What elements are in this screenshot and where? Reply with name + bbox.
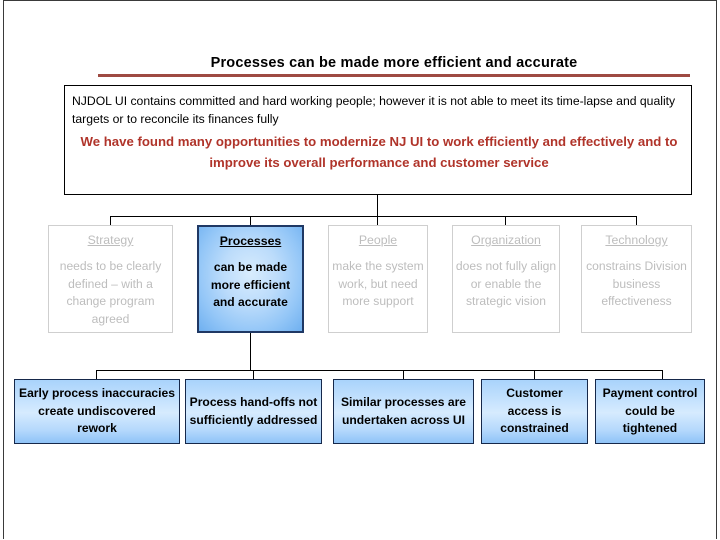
connector-dimension-bus xyxy=(110,216,637,217)
connector-findings-bus xyxy=(96,370,662,371)
dimension-box-people[interactable]: People make the system work, but need mo… xyxy=(328,225,428,333)
dimension-heading: Strategy xyxy=(87,233,134,247)
connector-drop-people xyxy=(377,216,378,226)
finding-text: Payment control could be tightened xyxy=(602,386,698,436)
finding-text: Similar processes are undertaken across … xyxy=(340,395,467,427)
dimension-body: needs to be clearly defined – with a cha… xyxy=(59,259,162,326)
statement-problem-text: NJDOL UI contains committed and hard wor… xyxy=(72,94,676,126)
dimension-box-technology[interactable]: Technology constrains Division business … xyxy=(581,225,692,333)
dimension-heading: Organization xyxy=(471,233,541,247)
connector-drop-finding-4 xyxy=(534,370,535,380)
finding-box-hand-offs[interactable]: Process hand-offs not sufficiently addre… xyxy=(185,379,322,444)
connector-drop-finding-3 xyxy=(403,370,404,380)
title-underline-rule xyxy=(98,74,690,77)
dimension-box-organization[interactable]: Organization does not fully align or ena… xyxy=(452,225,560,333)
finding-box-customer-access[interactable]: Customer access is constrained xyxy=(481,379,588,444)
finding-box-similar-processes[interactable]: Similar processes are undertaken across … xyxy=(333,379,474,444)
dimension-body: can be made more efficient and accurate xyxy=(210,260,291,309)
dimension-box-processes[interactable]: Processes can be made more efficient and… xyxy=(197,225,304,333)
finding-text: Early process inaccuracies create undisc… xyxy=(19,386,175,436)
finding-text: Process hand-offs not sufficiently addre… xyxy=(189,395,318,427)
finding-box-payment-control[interactable]: Payment control could be tightened xyxy=(595,379,705,444)
connector-processes-stem xyxy=(250,333,251,370)
connector-drop-finding-1 xyxy=(96,370,97,380)
connector-drop-processes xyxy=(250,216,251,226)
finding-box-early-process[interactable]: Early process inaccuracies create undisc… xyxy=(14,379,180,444)
dimension-body: does not fully align or enable the strat… xyxy=(455,259,557,308)
statement-box: NJDOL UI contains committed and hard wor… xyxy=(64,85,692,195)
dimension-box-strategy[interactable]: Strategy needs to be clearly defined – w… xyxy=(48,225,173,333)
dimension-body: constrains Division business effectivene… xyxy=(586,259,687,308)
statement-opportunity-text: We have found many opportunities to mode… xyxy=(80,134,678,170)
dimension-heading: People xyxy=(358,233,398,247)
finding-text: Customer access is constrained xyxy=(500,386,569,436)
dimension-heading: Processes xyxy=(219,234,282,248)
connector-drop-finding-5 xyxy=(662,370,663,380)
connector-drop-finding-2 xyxy=(253,370,254,380)
connector-statement-stem xyxy=(377,195,378,216)
dimension-heading: Technology xyxy=(605,233,668,247)
dimension-body: make the system work, but need more supp… xyxy=(332,259,424,308)
connector-drop-technology xyxy=(636,216,637,226)
page-title: Processes can be made more efficient and… xyxy=(210,55,578,71)
connector-drop-organization xyxy=(505,216,506,226)
connector-drop-strategy xyxy=(110,216,111,226)
